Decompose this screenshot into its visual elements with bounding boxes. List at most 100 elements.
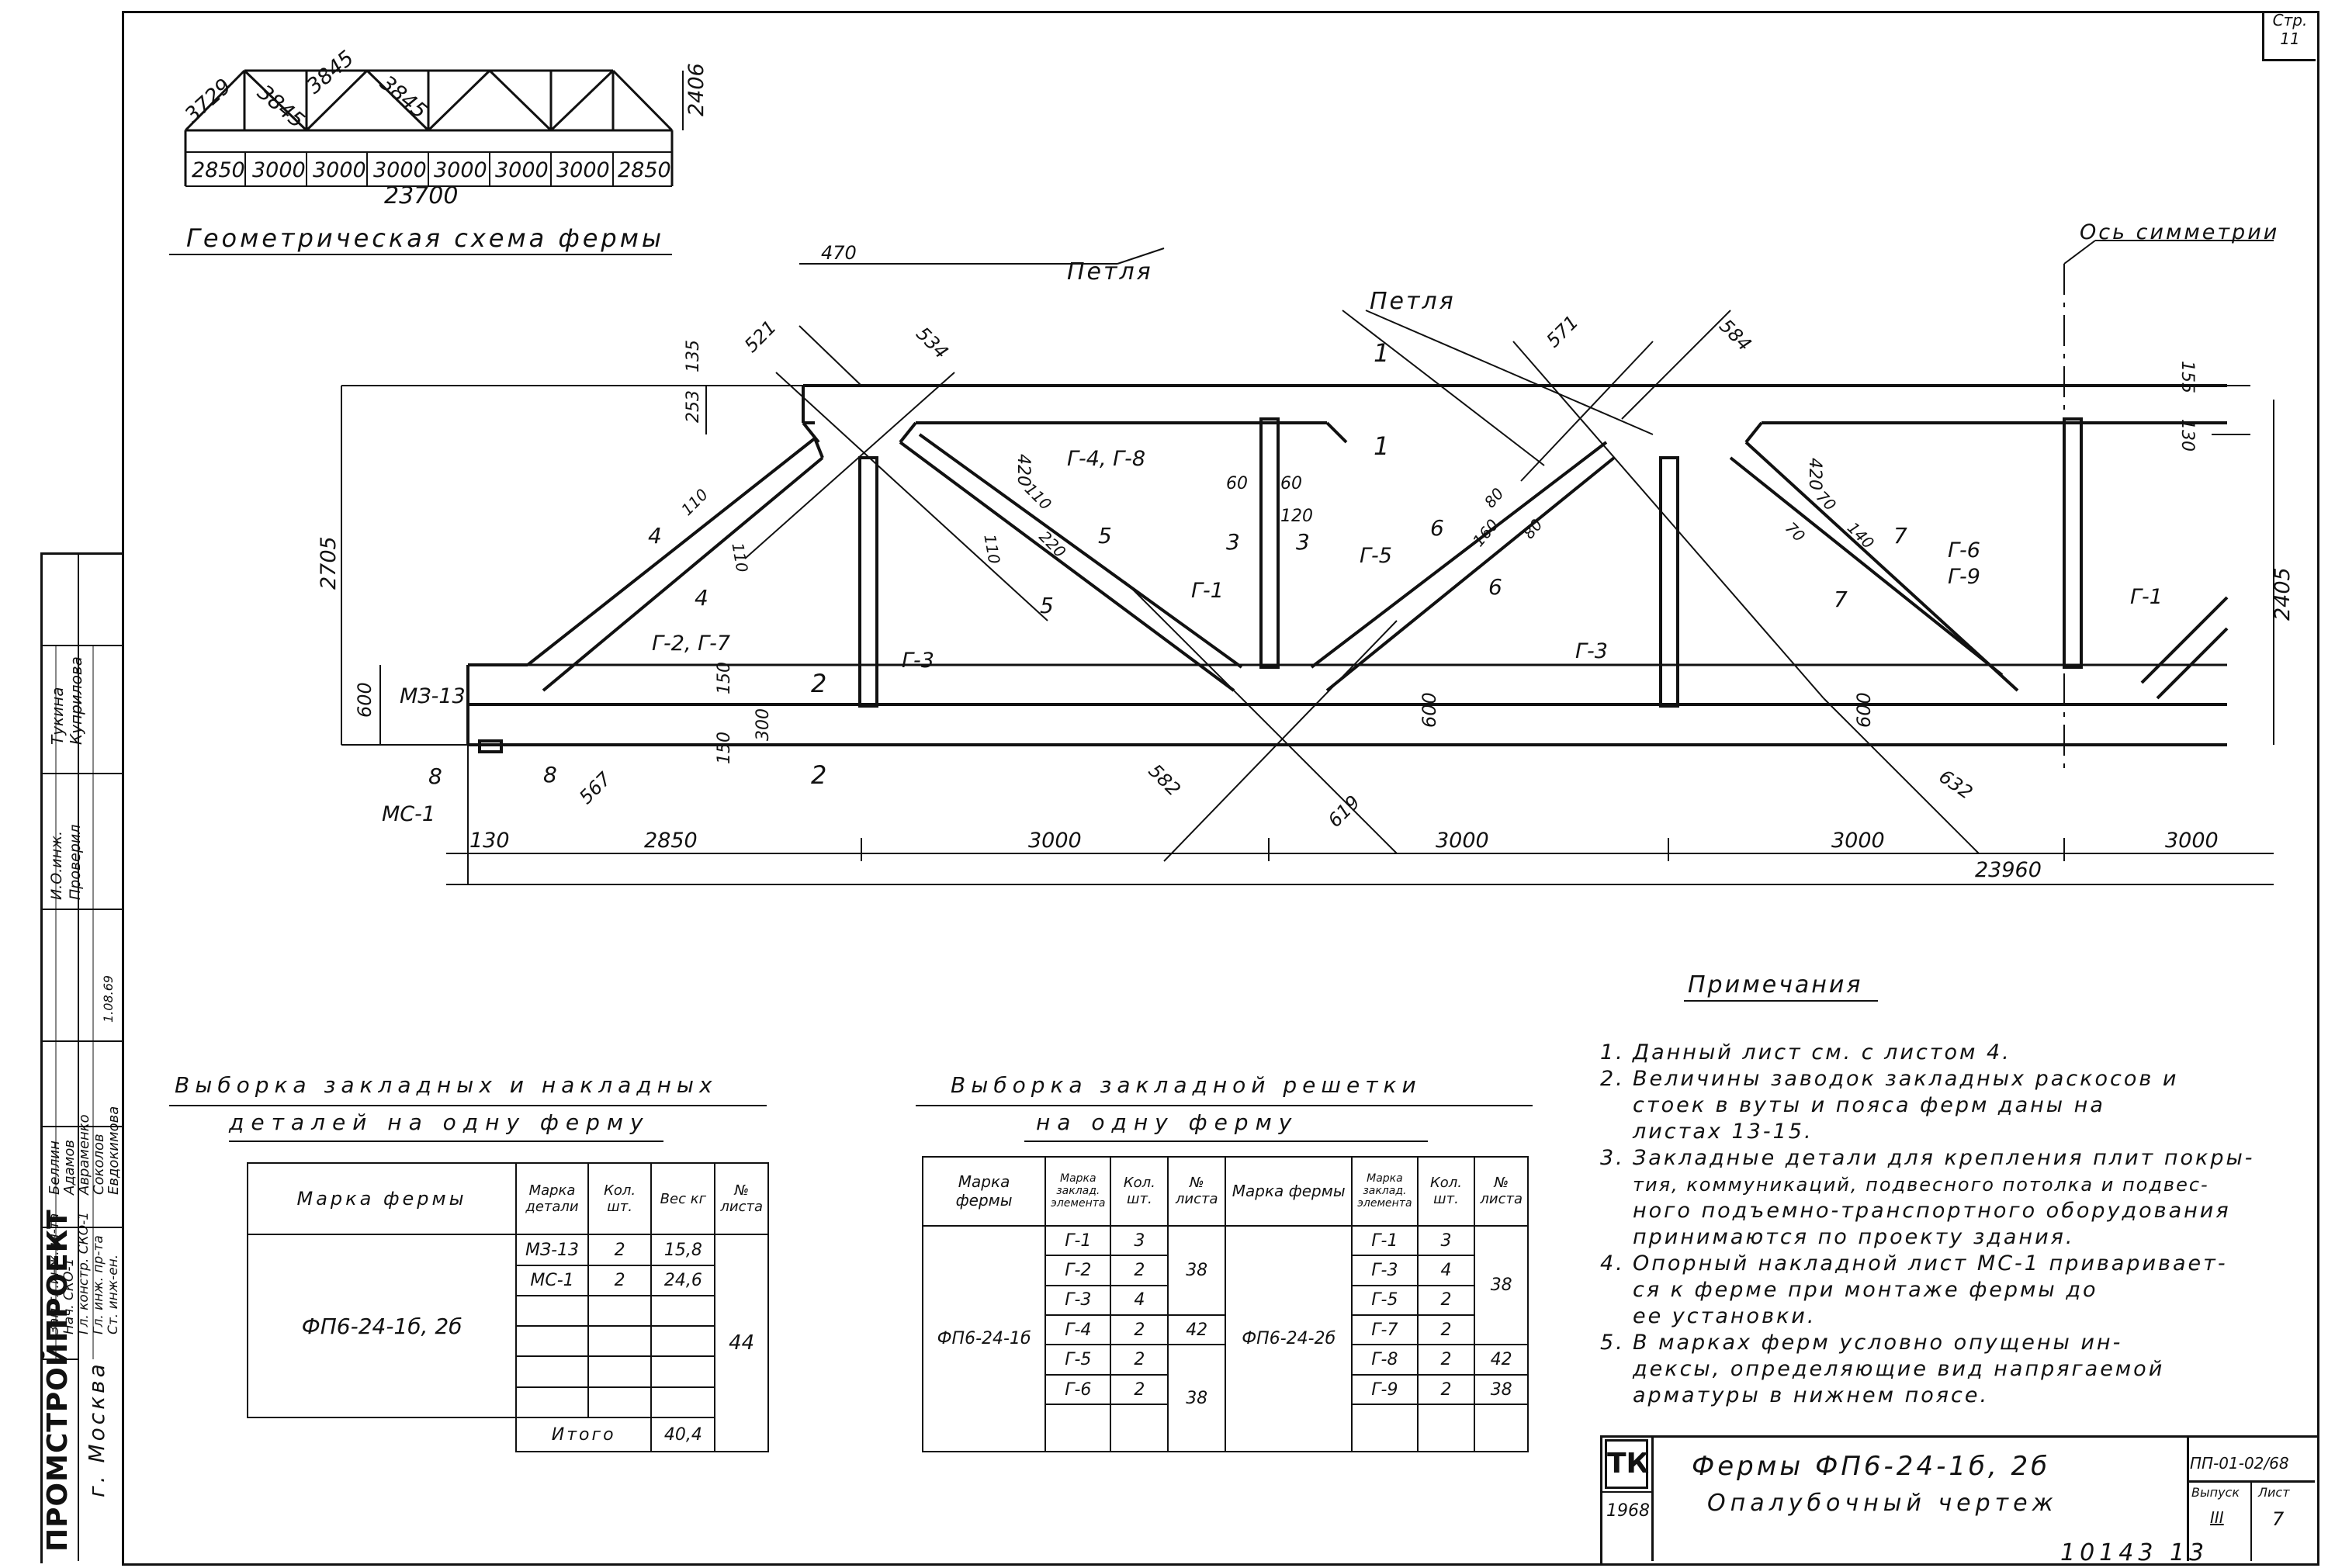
- bottom-dim-3000-2: 3000: [1436, 829, 1489, 853]
- t1-sheet: 44: [714, 1234, 769, 1452]
- t2-h-elem-right: Марка заклад. элемента: [1351, 1156, 1419, 1227]
- title-issue-divider: [2250, 1480, 2252, 1561]
- title-sheet: 7: [2272, 1508, 2285, 1530]
- t2-l3-qty: 4: [1110, 1284, 1169, 1317]
- loop-label-right: Петля: [1370, 288, 1456, 315]
- dim-155: 155: [2177, 361, 2197, 393]
- dim-130: 130: [2177, 419, 2197, 452]
- t2-h-sheet-left: № листа: [1167, 1156, 1227, 1227]
- dim-110-a: 110: [677, 485, 712, 519]
- dim-584: 584: [1715, 315, 1755, 355]
- t2-l4-qty: 2: [1110, 1314, 1169, 1346]
- t2-r5-elem: Г-8: [1351, 1344, 1419, 1376]
- note-5-number: 5.: [1600, 1331, 1625, 1355]
- stamp-divider: [78, 552, 79, 1561]
- t1-h-qty: Кол. шт.: [587, 1161, 653, 1236]
- scheme-panel-4: 3000: [373, 158, 427, 182]
- dimension-lines: [341, 240, 2274, 885]
- note-3: 3. Закладные детали для крепления плит п…: [1600, 1145, 2299, 1251]
- t2-l2-qty: 2: [1110, 1255, 1169, 1286]
- t2-h-truss-right: Марка фермы: [1225, 1156, 1353, 1227]
- dim-600-left: 600: [354, 682, 376, 718]
- dim-60-a: 60: [1226, 474, 1248, 493]
- axis-label: Ось симметрии: [2080, 220, 2279, 244]
- dim-150-top: 150: [715, 662, 734, 694]
- t2-r4-qty: 2: [1416, 1314, 1476, 1346]
- dim-110-b: 110: [728, 542, 751, 574]
- note-3-line-4: принимаются по проекту здания.: [1633, 1225, 2075, 1249]
- note-5-line-3: арматуры в нижнем поясе.: [1633, 1383, 1990, 1407]
- element-g2-g7: Г-2, Г-7: [652, 632, 730, 656]
- element-g1-left: Г-1: [1191, 579, 1224, 603]
- page-corner-label: Стр.: [2272, 11, 2308, 29]
- dim-70-b: 70: [1813, 487, 1840, 514]
- note-2: 2. Величины заводок закладных раскосов и…: [1600, 1066, 2299, 1145]
- t2-h-elem-left: Марка заклад. элемента: [1044, 1156, 1112, 1227]
- dim-80-a: 80: [1481, 484, 1508, 511]
- title-sub: Опалубочный чертеж: [1707, 1490, 2058, 1517]
- scheme-panel-7: 3000: [556, 158, 610, 182]
- t2-r2-qty: 4: [1416, 1255, 1476, 1286]
- section-4b: 4: [695, 585, 708, 611]
- section-5a: 5: [1098, 523, 1112, 549]
- dim-220: 220: [1035, 527, 1069, 561]
- note-2-line-3: листах 13-15.: [1633, 1120, 1814, 1144]
- note-1: 1. Данный лист см. с листом 4.: [1600, 1040, 2299, 1066]
- scheme-panel-6: 3000: [495, 158, 549, 182]
- note-3-number: 3.: [1600, 1146, 1625, 1170]
- bottom-dim-3000-4: 3000: [2165, 829, 2219, 853]
- element-mz13: МЗ-13: [400, 684, 466, 708]
- note-5-line-1: В марках ферм условно опущены ин-: [1633, 1331, 2123, 1355]
- t1-blank: [650, 1355, 716, 1388]
- note-2-line-2: стоек в вуты и пояса ферм даны на: [1633, 1093, 2105, 1117]
- element-g5: Г-5: [1360, 544, 1392, 568]
- title-year-rule: [1600, 1491, 1651, 1493]
- section-2a: 2: [811, 669, 826, 698]
- t2-h-truss-left: Марка фермы: [921, 1156, 1047, 1227]
- note-2-number: 2.: [1600, 1067, 1625, 1091]
- note-1-line-1: Данный лист см. с листом 4.: [1633, 1040, 2011, 1064]
- t2-h-qty-right: Кол. шт.: [1416, 1156, 1476, 1227]
- table2-title-1: Выборка закладной решетки: [951, 1072, 1422, 1098]
- loop-label-left: Петля: [1067, 258, 1153, 286]
- page-corner-number: 11: [2280, 29, 2300, 48]
- t1-blank: [650, 1325, 716, 1358]
- element-g4-g8: Г-4, Г-8: [1067, 447, 1145, 471]
- t2-blank: [1110, 1404, 1169, 1452]
- title-divider-code: [2187, 1435, 2189, 1561]
- t2-l3-elem: Г-3: [1044, 1284, 1112, 1317]
- section-6a: 6: [1430, 515, 1444, 541]
- t2-blank: [1416, 1404, 1476, 1452]
- note-5-line-2: дексы, определяющие вид напрягаемой: [1633, 1357, 2165, 1381]
- dim-521: 521: [740, 317, 781, 357]
- t2-r4-elem: Г-7: [1351, 1314, 1419, 1346]
- scheme-height: 2406: [684, 63, 708, 116]
- t2-right-sheet-3: 38: [1474, 1373, 1529, 1406]
- dim-470: 470: [821, 242, 857, 264]
- scheme-panel-2: 3000: [252, 158, 306, 182]
- t1-h-detail: Марка детали: [515, 1161, 589, 1236]
- note-4-line-1: Опорный накладной лист МС-1 приваривает-: [1633, 1251, 2228, 1276]
- note-3-line-1: Закладные детали для крепления плит покр…: [1633, 1146, 2255, 1170]
- t1-blank: [515, 1386, 589, 1419]
- truss-outline: [466, 384, 2229, 753]
- note-4-number: 4.: [1600, 1251, 1625, 1276]
- title-sheet-label: Лист: [2258, 1485, 2290, 1500]
- t2-h-sheet-right: № листа: [1474, 1156, 1529, 1227]
- t1-total-label: Итого: [515, 1417, 653, 1452]
- note-3-line-2: тия, коммуникаций, подвесного потолка и …: [1633, 1174, 2209, 1196]
- t2-r2-elem: Г-3: [1351, 1255, 1419, 1286]
- inventory-number: 10143 13: [2060, 1539, 2209, 1566]
- t1-blank: [587, 1294, 653, 1327]
- bottom-dim-2850: 2850: [644, 829, 698, 853]
- section-4a: 4: [648, 523, 662, 549]
- t2-l1-qty: 3: [1110, 1224, 1169, 1257]
- dim-60-b: 60: [1280, 474, 1302, 493]
- dim-600-right: 600: [1853, 692, 1875, 728]
- dim-120: 120: [1280, 507, 1313, 526]
- title-issue-label: Выпуск: [2191, 1485, 2240, 1500]
- title-block: [1600, 1435, 2317, 1563]
- stamp-grid: [40, 645, 122, 1360]
- scheme-panel-5: 3000: [434, 158, 487, 182]
